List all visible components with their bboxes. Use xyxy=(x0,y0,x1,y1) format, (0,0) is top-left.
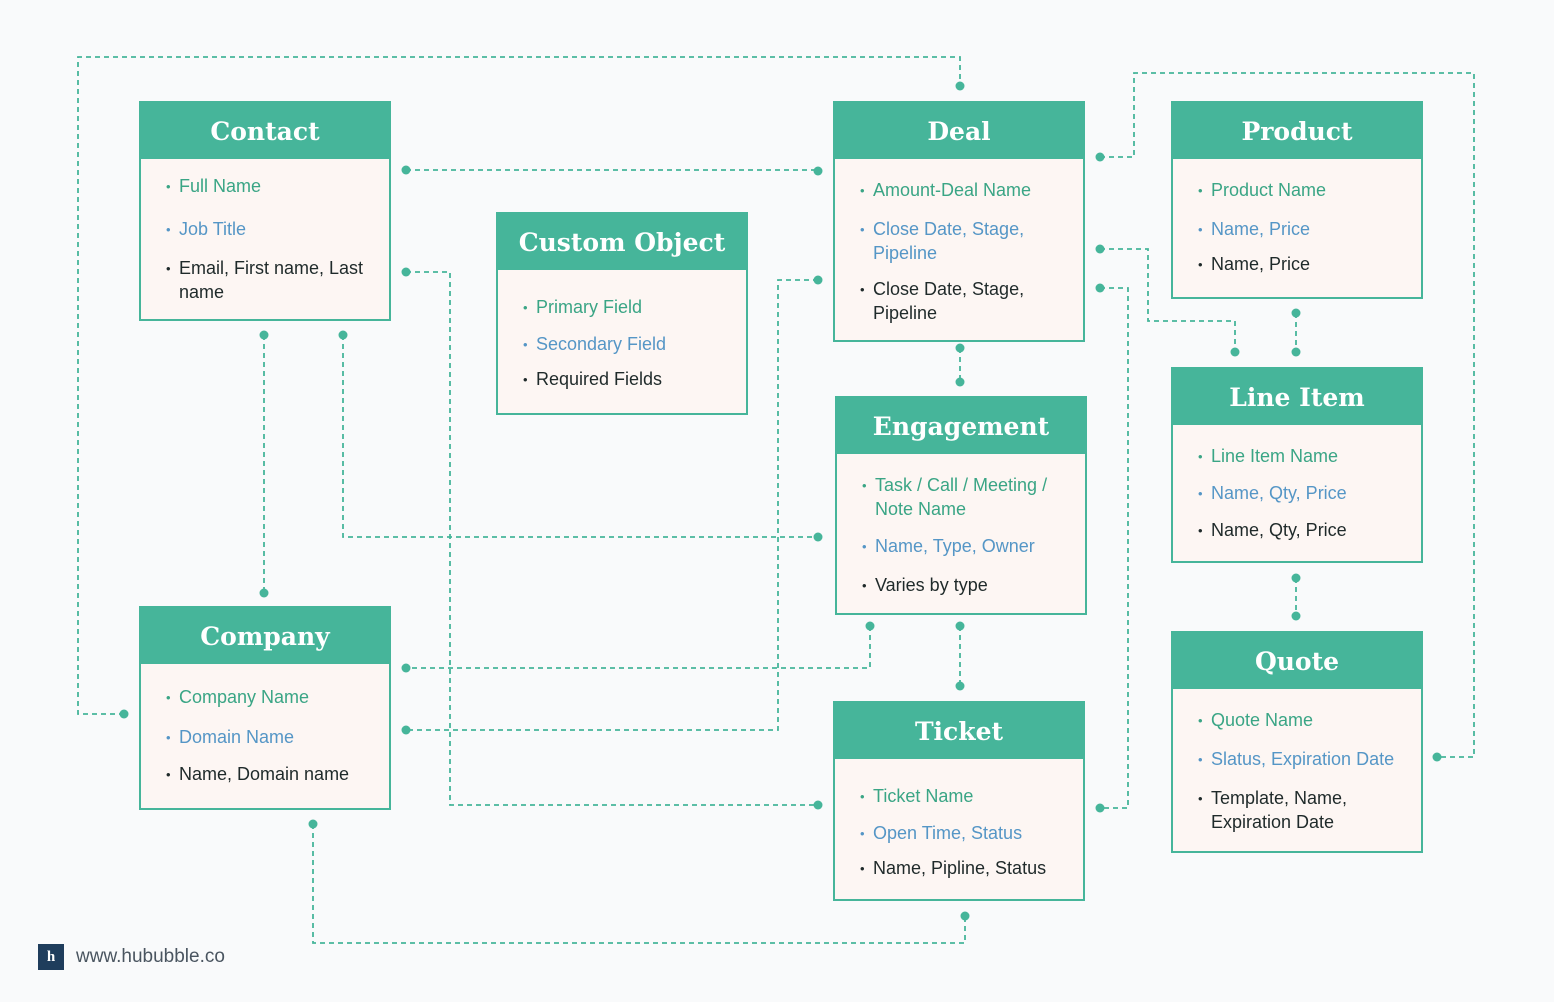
engagement-primary-field: Task / Call / Meeting / Note Name xyxy=(862,474,1077,521)
engagement-secondary-field: Name, Type, Owner xyxy=(862,535,1077,559)
quote-title: Quote xyxy=(1173,633,1421,689)
engagement-required-fields: Varies by type xyxy=(862,574,1077,598)
custom-object-required-fields: Required Fields xyxy=(523,368,738,392)
company-secondary-field: Domain Name xyxy=(166,726,381,750)
deal-object-box: Deal Amount-Deal Name Close Date, Stage,… xyxy=(833,101,1085,342)
line-item-title: Line Item xyxy=(1173,369,1421,425)
deal-primary-field: Amount-Deal Name xyxy=(860,179,1075,203)
ticket-secondary-field: Open Time, Status xyxy=(860,822,1075,846)
contact-required-fields: Email, First name, Last name xyxy=(166,257,381,304)
ticket-object-box: Ticket Ticket Name Open Time, Status Nam… xyxy=(833,701,1085,901)
company-primary-field: Company Name xyxy=(166,686,381,710)
ticket-required-fields: Name, Pipline, Status xyxy=(860,857,1075,881)
custom-object-secondary-field: Secondary Field xyxy=(523,333,738,357)
deal-title: Deal xyxy=(835,103,1083,159)
footer: h www.hububble.co xyxy=(38,944,225,970)
quote-object-box: Quote Quote Name Slatus, Expiration Date… xyxy=(1171,631,1423,853)
custom-object-title: Custom Object xyxy=(498,214,746,270)
quote-required-fields: Template, Name, Expiration Date xyxy=(1198,787,1413,834)
company-required-fields: Name, Domain name xyxy=(166,763,381,787)
website-url[interactable]: www.hububble.co xyxy=(76,946,225,967)
engagement-title: Engagement xyxy=(837,398,1085,454)
ticket-title: Ticket xyxy=(835,703,1083,759)
product-object-box: Product Product Name Name, Price Name, P… xyxy=(1171,101,1423,299)
custom-object-primary-field: Primary Field xyxy=(523,296,738,320)
contact-object-box: Contact Full Name Job Title Email, First… xyxy=(139,101,391,321)
line-item-secondary-field: Name, Qty, Price xyxy=(1198,482,1413,506)
contact-primary-field: Full Name xyxy=(166,175,381,199)
product-primary-field: Product Name xyxy=(1198,179,1413,203)
quote-secondary-field: Slatus, Expiration Date xyxy=(1198,748,1413,772)
quote-primary-field: Quote Name xyxy=(1198,709,1413,733)
product-title: Product xyxy=(1173,103,1421,159)
line-item-primary-field: Line Item Name xyxy=(1198,445,1413,469)
product-secondary-field: Name, Price xyxy=(1198,218,1413,242)
contact-title: Contact xyxy=(141,103,389,159)
company-object-box: Company Company Name Domain Name Name, D… xyxy=(139,606,391,810)
deal-secondary-field: Close Date, Stage, Pipeline xyxy=(860,218,1075,265)
hububble-logo-icon: h xyxy=(38,944,64,970)
line-item-required-fields: Name, Qty, Price xyxy=(1198,519,1413,543)
line-item-object-box: Line Item Line Item Name Name, Qty, Pric… xyxy=(1171,367,1423,563)
engagement-object-box: Engagement Task / Call / Meeting / Note … xyxy=(835,396,1087,615)
deal-required-fields: Close Date, Stage, Pipeline xyxy=(860,278,1075,325)
contact-secondary-field: Job Title xyxy=(166,218,381,242)
company-title: Company xyxy=(141,608,389,664)
ticket-primary-field: Ticket Name xyxy=(860,785,1075,809)
custom-object-box: Custom Object Primary Field Secondary Fi… xyxy=(496,212,748,415)
product-required-fields: Name, Price xyxy=(1198,253,1413,277)
